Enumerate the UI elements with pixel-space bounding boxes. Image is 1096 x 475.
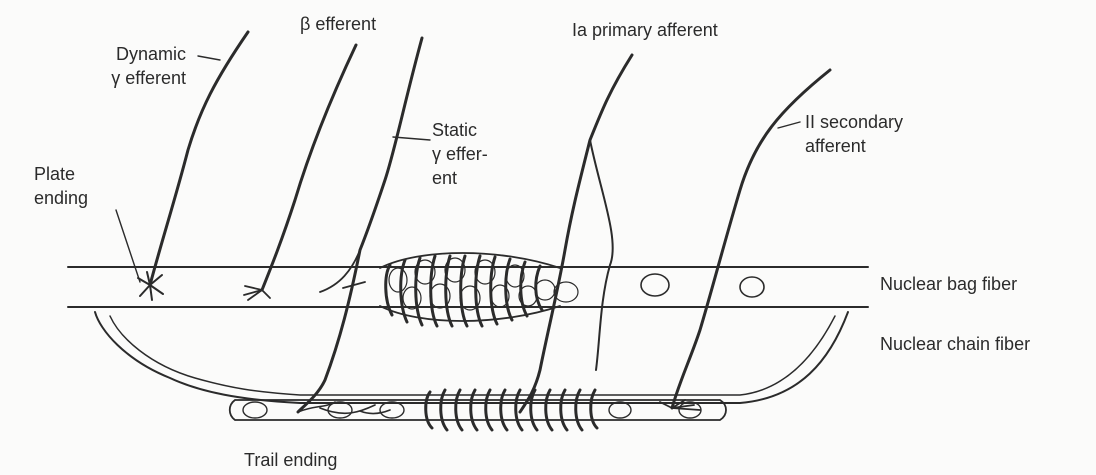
plate-ending-line1: Plate	[34, 162, 88, 186]
static-gamma-efferent-line2: γ effer-	[432, 142, 488, 166]
leader-plate	[116, 210, 140, 282]
static-gamma-efferent-fiber	[298, 38, 422, 412]
plate-ending	[138, 272, 163, 300]
trail-ending-label: Trail ending	[244, 448, 337, 472]
bag-fiber-nuclei	[641, 274, 764, 297]
ia-primary-branch	[590, 140, 613, 370]
plate-ending-line2: ending	[34, 186, 88, 210]
plate-ending-label: Plate ending	[34, 162, 88, 210]
dynamic-gamma-efferent-line2: γ efferent	[66, 66, 186, 90]
beta-efferent-label: β efferent	[300, 12, 376, 36]
static-gamma-efferent-line1: Static	[432, 118, 488, 142]
nuclear-bag-fiber-label: Nuclear bag fiber	[880, 272, 1017, 296]
ia-primary-afferent-label: Ia primary afferent	[572, 18, 718, 42]
ii-secondary-afferent-label: II secondary afferent	[805, 110, 903, 158]
static-gamma-efferent-line3: ent	[432, 166, 488, 190]
leader-static	[393, 137, 430, 140]
ia-primary-afferent-fiber	[520, 55, 632, 412]
nuclear-chain-fiber-inner	[110, 316, 835, 395]
dynamic-gamma-efferent-label: Dynamic γ efferent	[66, 42, 186, 90]
ii-secondary-afferent-line1: II secondary	[805, 110, 903, 134]
nuclear-chain-fiber-label: Nuclear chain fiber	[880, 332, 1030, 356]
beta-efferent-ending	[244, 286, 270, 300]
leader-dynamic	[198, 56, 220, 60]
nuclear-bag-fiber	[68, 267, 868, 307]
ii-secondary-afferent-line2: afferent	[805, 134, 903, 158]
annulospiral-coils-chain	[426, 390, 597, 430]
dynamic-gamma-efferent-line1: Dynamic	[66, 42, 186, 66]
beta-efferent-fiber	[262, 45, 356, 290]
ii-secondary-ending	[660, 400, 700, 410]
leader-ii	[778, 122, 800, 128]
nuclear-chain-fiber	[95, 312, 848, 403]
static-gamma-efferent-label: Static γ effer- ent	[432, 118, 488, 190]
